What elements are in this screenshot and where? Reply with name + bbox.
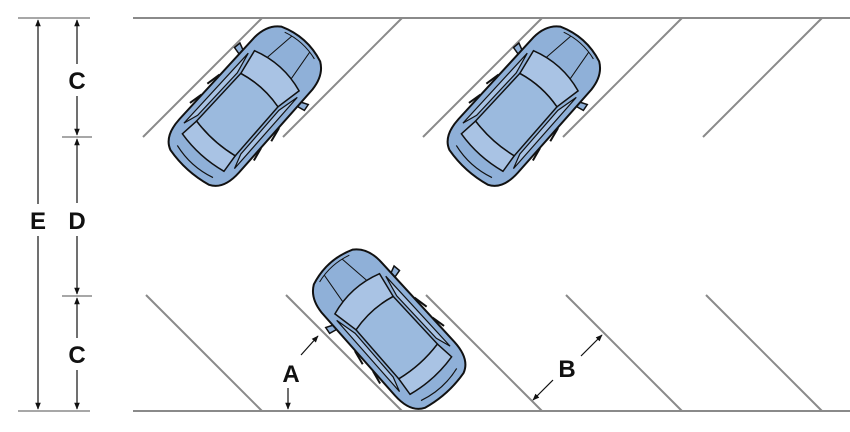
top-stall-lines xyxy=(142,17,823,138)
label-a: A xyxy=(282,361,299,388)
parked-car-top-right xyxy=(430,7,620,203)
parked-car-bottom xyxy=(293,230,483,426)
parked-car-top-left xyxy=(151,7,341,203)
label-d: D xyxy=(68,208,85,235)
dimension-ticks xyxy=(18,17,92,412)
label-c-bottom: C xyxy=(68,342,85,369)
label-e: E xyxy=(30,208,46,235)
label-b: B xyxy=(558,356,575,383)
dimension-a-upper-arrow xyxy=(300,335,319,356)
dimension-b-lower-arrow xyxy=(532,379,554,401)
label-c-top: C xyxy=(68,68,85,95)
dimension-b-upper-arrow xyxy=(580,334,603,357)
bottom-stall-lines xyxy=(145,294,823,412)
